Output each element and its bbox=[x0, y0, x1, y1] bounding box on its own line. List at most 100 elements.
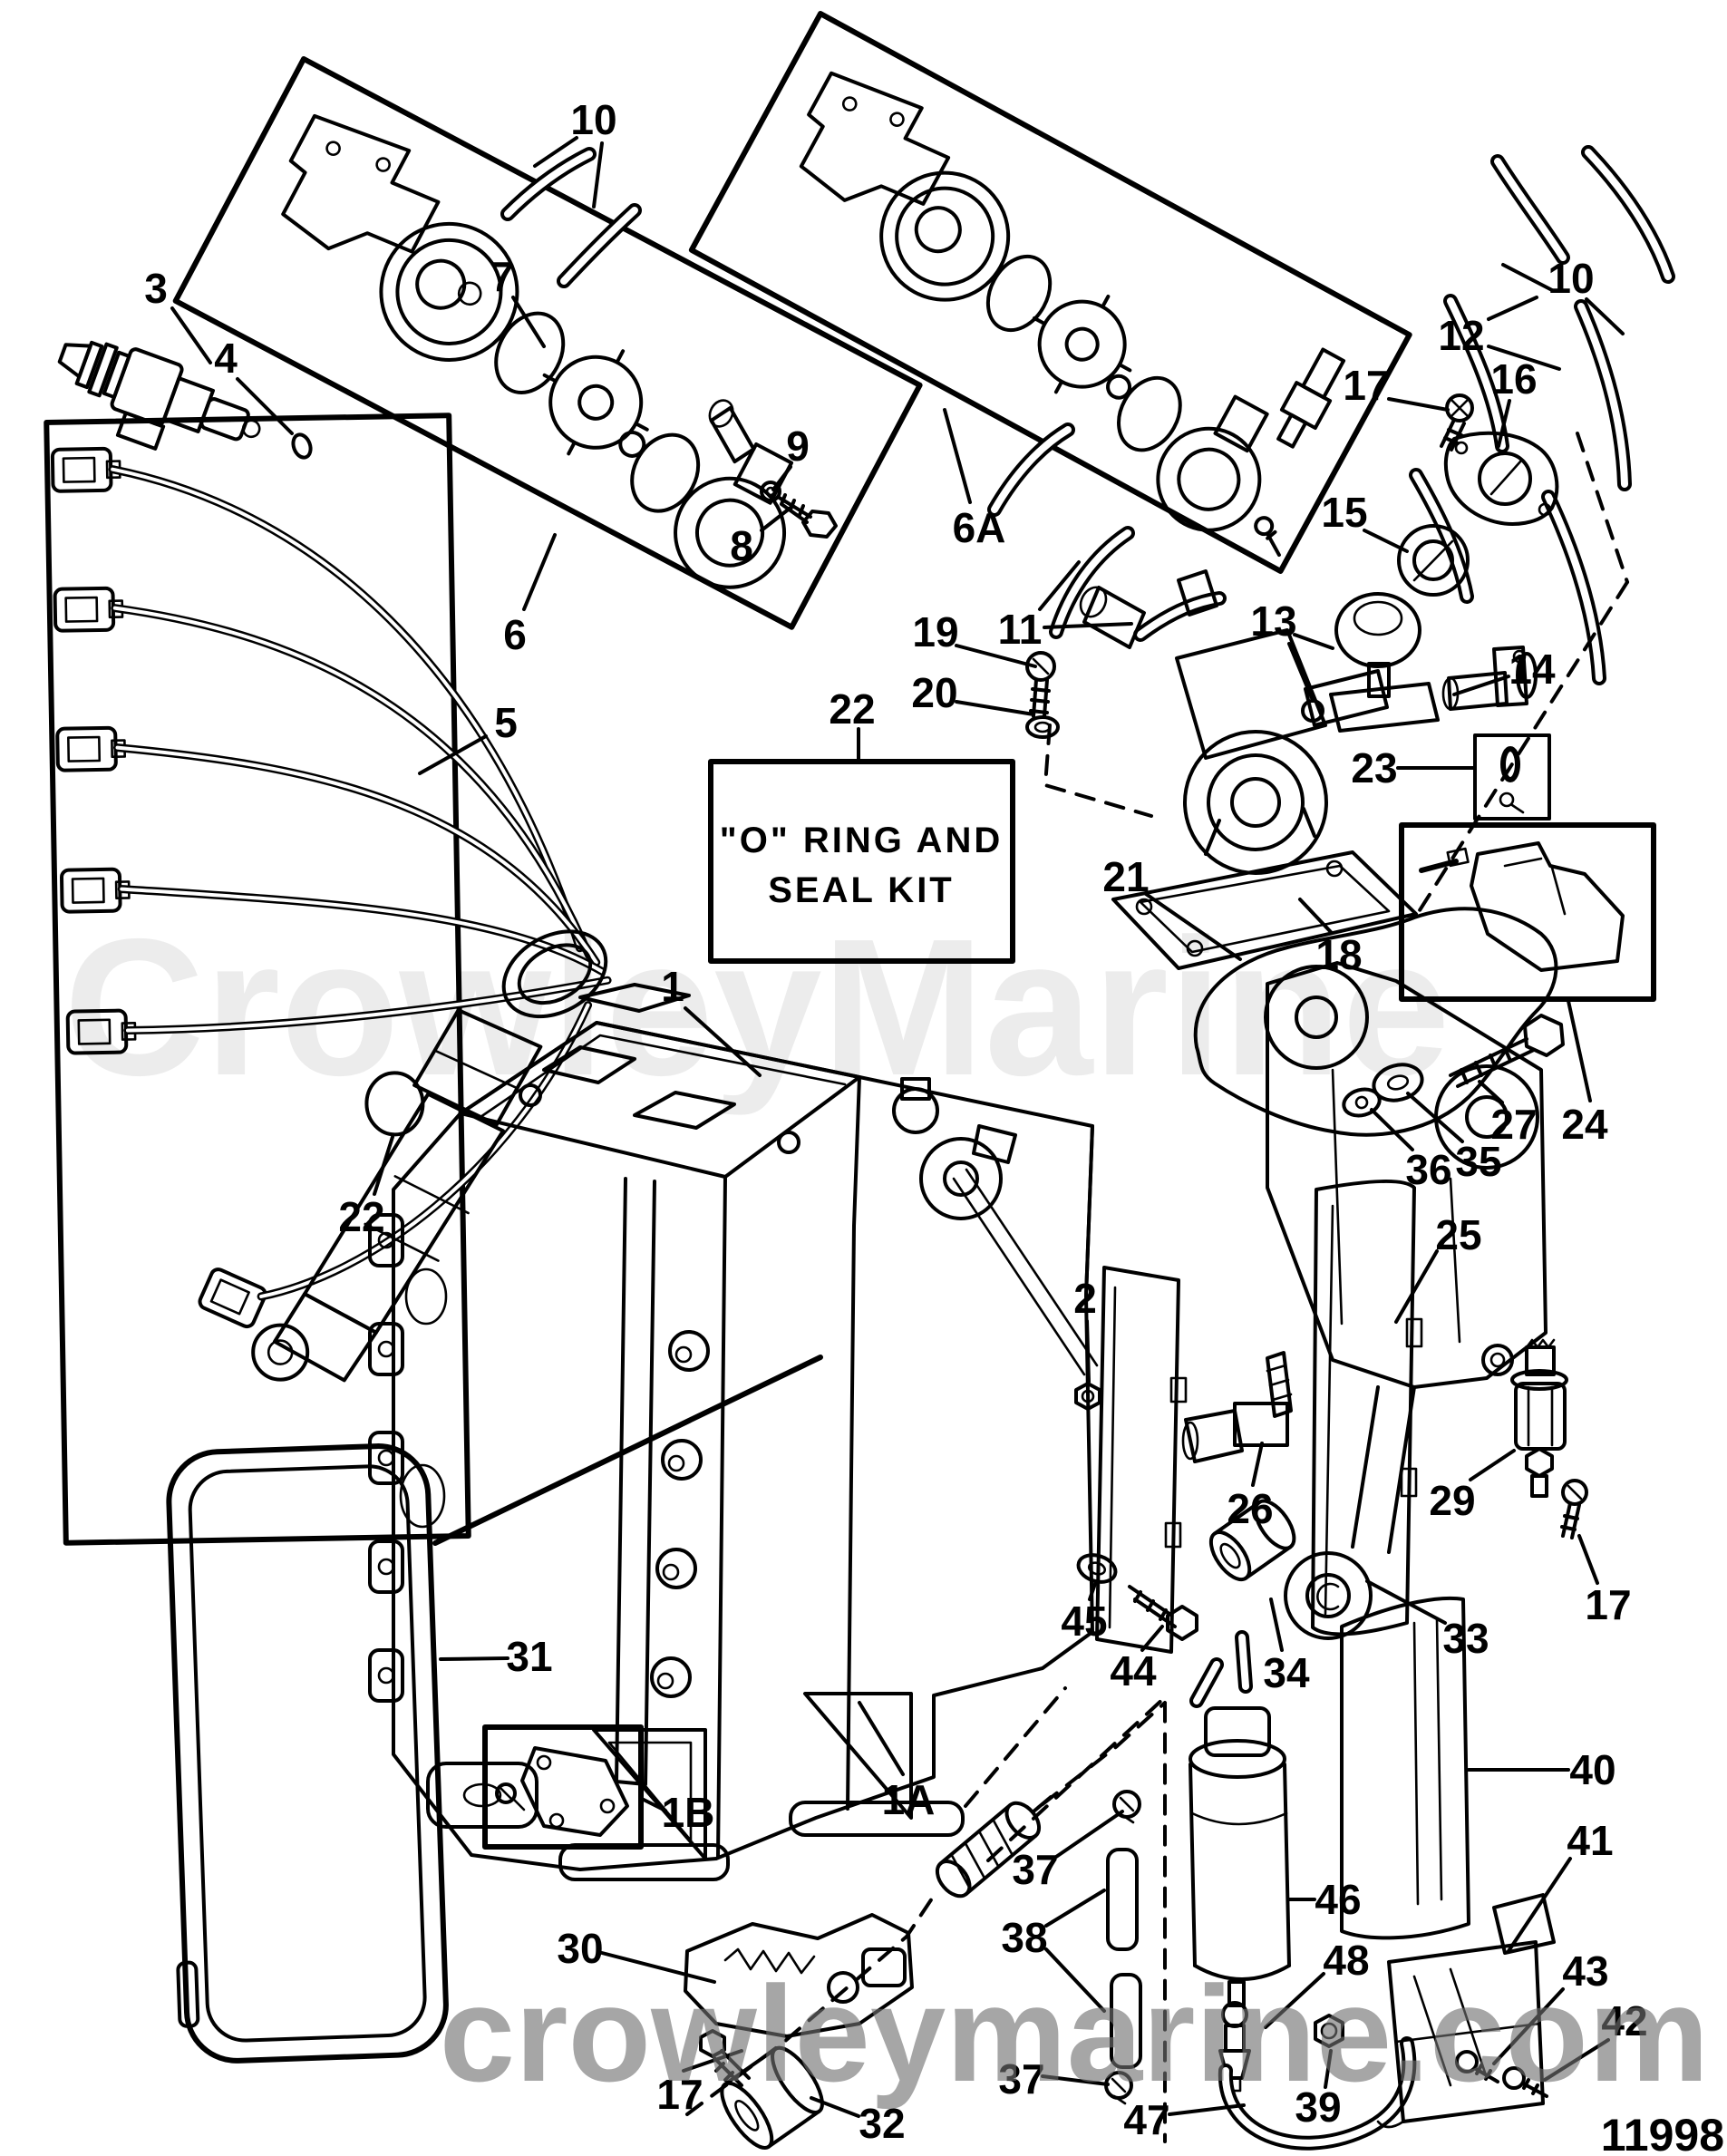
leader-line-32 bbox=[810, 2096, 860, 2118]
leader-line-41 bbox=[1507, 1857, 1572, 1953]
callout-6: 6 bbox=[503, 611, 527, 658]
callout-31: 31 bbox=[506, 1633, 552, 1680]
fuel-pump-18 bbox=[1079, 569, 1418, 970]
fuel-filter-46 bbox=[1189, 1630, 1291, 2007]
callout-6A: 6A bbox=[953, 504, 1006, 551]
callout-38: 38 bbox=[1001, 1914, 1047, 1961]
roller-wheel-33 bbox=[1284, 1551, 1373, 1640]
leader-line-10 bbox=[533, 136, 578, 168]
leader-line-11 bbox=[1038, 560, 1081, 611]
leader-line-33 bbox=[1365, 1579, 1447, 1625]
leader-line-13 bbox=[1287, 642, 1314, 700]
callout-8: 8 bbox=[730, 522, 753, 569]
pump-outlet bbox=[709, 405, 756, 464]
leader-line-9 bbox=[771, 465, 792, 491]
cover-box-1B bbox=[482, 1724, 644, 1850]
leader-line-1B bbox=[642, 1798, 667, 1812]
leader-line-20 bbox=[955, 700, 1035, 716]
main-block-assembly-1 bbox=[368, 983, 1188, 1881]
watermark-center: CrowleyMarine bbox=[63, 898, 1450, 1116]
cover-box-24 bbox=[1399, 822, 1656, 1002]
wire-harness-box-5 bbox=[44, 413, 612, 1546]
leader-line-17 bbox=[682, 2049, 743, 2073]
leader-line-16 bbox=[1497, 399, 1511, 448]
callout-36: 36 bbox=[1405, 1146, 1451, 1193]
callout-42: 42 bbox=[1601, 1997, 1647, 2044]
nut-2 bbox=[1074, 1382, 1101, 1411]
callout-19: 19 bbox=[912, 608, 958, 656]
figure-number: 11998 bbox=[1601, 2110, 1724, 2156]
callout-24: 24 bbox=[1561, 1101, 1608, 1148]
gasket-21 bbox=[1193, 907, 1558, 1137]
leader-line-21 bbox=[1144, 892, 1242, 961]
leader-line-4 bbox=[236, 377, 294, 435]
fuel-injector-3 bbox=[57, 340, 261, 451]
callout-10: 10 bbox=[1548, 255, 1594, 302]
screw-17-top bbox=[1440, 393, 1474, 452]
callout-20: 20 bbox=[911, 669, 957, 716]
hose-10d bbox=[1581, 145, 1675, 284]
gasket-pointer-line bbox=[432, 1355, 823, 1546]
leader-line-36 bbox=[1370, 1108, 1414, 1151]
seal-ring-15 bbox=[1397, 524, 1470, 597]
hoses bbox=[500, 145, 1675, 685]
bolt-44 bbox=[1128, 1585, 1198, 1641]
callout-43: 43 bbox=[1562, 1947, 1608, 1995]
callout-25: 25 bbox=[1435, 1211, 1481, 1258]
inline-check-valve bbox=[935, 1795, 1053, 1899]
leader-line-34 bbox=[1269, 1598, 1284, 1652]
leader-line-27 bbox=[1478, 1080, 1504, 1104]
callout-5: 5 bbox=[494, 699, 518, 746]
nut-39 bbox=[1314, 2014, 1344, 2048]
leader-line-26 bbox=[1251, 1442, 1264, 1487]
leader-line-24 bbox=[1567, 999, 1592, 1102]
callout-2: 2 bbox=[1073, 1275, 1097, 1322]
elbow-fitting-14 bbox=[1441, 646, 1538, 711]
gasket-16 bbox=[1443, 431, 1559, 526]
callout-29: 29 bbox=[1429, 1477, 1475, 1524]
o-ring-large bbox=[494, 311, 566, 394]
roller-32 bbox=[720, 2045, 824, 2150]
callout-46: 46 bbox=[1315, 1876, 1361, 1923]
hose-12d bbox=[1541, 490, 1606, 685]
leader-line-42 bbox=[1543, 2038, 1610, 2082]
callout-26: 26 bbox=[1227, 1485, 1273, 1532]
callout-45: 45 bbox=[1061, 1598, 1107, 1645]
callout-48: 48 bbox=[1323, 1937, 1369, 1984]
callout-27: 27 bbox=[1490, 1101, 1537, 1148]
leader-line-13 bbox=[1293, 633, 1334, 650]
leader-line-8 bbox=[760, 506, 792, 532]
callout-39: 39 bbox=[1295, 2083, 1341, 2131]
leader-line-29 bbox=[1469, 1449, 1516, 1481]
leader-line-17 bbox=[1577, 1534, 1599, 1585]
o-ring-large-2 bbox=[630, 432, 701, 513]
callout-35: 35 bbox=[1455, 1138, 1501, 1185]
washer-36 bbox=[1342, 1087, 1382, 1118]
leader-line-38 bbox=[1044, 1947, 1106, 2013]
leader-line-30 bbox=[600, 1951, 716, 1984]
leader-line-1 bbox=[684, 1006, 762, 1077]
callout-9: 9 bbox=[786, 422, 810, 470]
leader-line-18 bbox=[1298, 898, 1333, 934]
screw-42 bbox=[1502, 2066, 1548, 2098]
callout-13: 13 bbox=[1250, 597, 1296, 645]
bracket-41 bbox=[1376, 1893, 1556, 2129]
side-cover-panel bbox=[1095, 1266, 1188, 1654]
leader-line-22 bbox=[373, 1135, 394, 1196]
bolt-holes bbox=[519, 1083, 800, 1698]
callout-1: 1 bbox=[661, 963, 684, 1010]
leader-line-7 bbox=[511, 296, 546, 348]
screw-17-right bbox=[1560, 1479, 1588, 1539]
callout-22: 22 bbox=[829, 685, 875, 733]
callout-37: 37 bbox=[1012, 1846, 1058, 1893]
callout-7: 7 bbox=[490, 253, 514, 300]
callout-1A: 1A bbox=[882, 1776, 936, 1823]
kit-box-line2: SEAL KIT bbox=[768, 870, 955, 910]
hose-12b bbox=[1574, 299, 1632, 491]
leader-line-1A bbox=[858, 1701, 905, 1776]
leader-line-38 bbox=[1044, 1889, 1106, 1928]
leader-line-12 bbox=[1487, 345, 1561, 371]
washer-45 bbox=[1076, 1553, 1118, 1584]
leader-line-19 bbox=[955, 644, 1037, 668]
